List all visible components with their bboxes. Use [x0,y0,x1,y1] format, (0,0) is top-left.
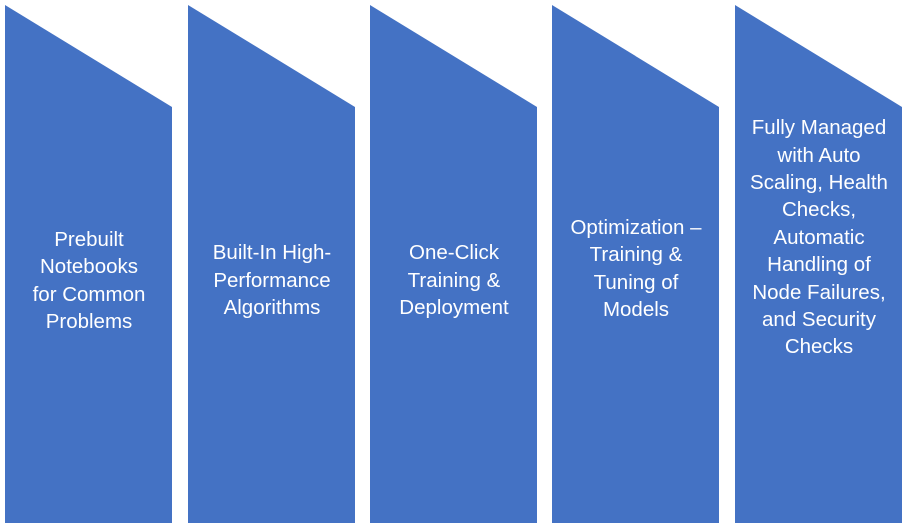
step-3-label: One-Click Training & Deployment [375,0,533,529]
step-4-chevron [552,5,719,523]
step-3-text: One-Click Training & Deployment [399,241,509,320]
step-4-label: Optimization – Training & Tuning of Mode… [557,0,715,529]
step-5-chevron [735,5,902,523]
step-2-label: Built-In High-Performance Algorithms [193,0,351,529]
step-5-label: Fully Managed with Auto Scaling, Health … [740,0,898,529]
step-1-chevron [5,5,172,523]
step-4-text: Optimization – Training & Tuning of Mode… [570,215,702,321]
step-2-chevron [188,5,355,523]
step-1-label: Prebuilt Notebooks for Common Problems [10,0,168,529]
step-3-chevron [370,5,537,523]
step-1-text: Prebuilt Notebooks for Common Problems [32,227,146,333]
step-2-text: Built-In High-Performance Algorithms [212,241,332,320]
step-5-text: Fully Managed with Auto Scaling, Health … [750,116,888,359]
